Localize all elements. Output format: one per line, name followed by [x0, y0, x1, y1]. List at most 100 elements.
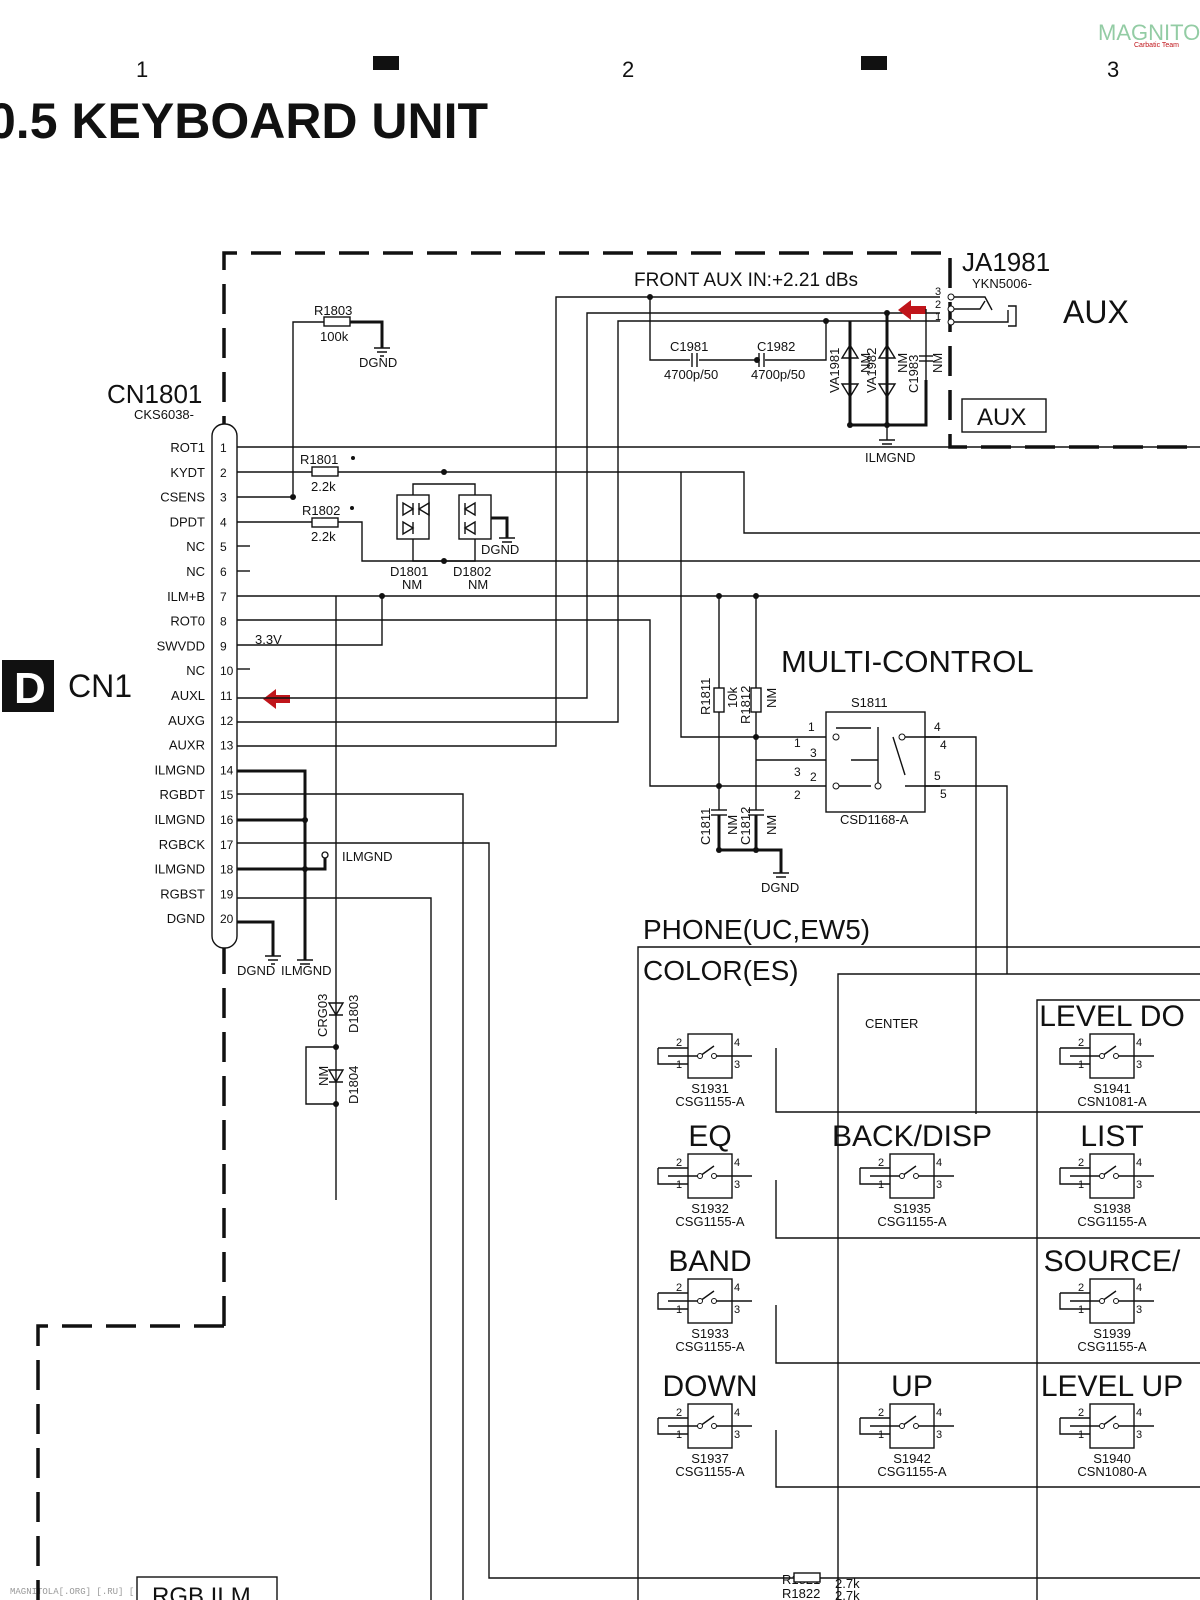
- column-number-2: 2: [622, 57, 634, 82]
- c1812-ref: C1812: [738, 807, 753, 845]
- switch-ref: S1935: [893, 1201, 931, 1216]
- s1811-ref: S1811: [851, 695, 888, 710]
- svg-text:3: 3: [1136, 1059, 1142, 1071]
- connector-pin: NC 5: [186, 539, 227, 554]
- switch-part: CSG1155-A: [1077, 1214, 1146, 1229]
- svg-text:1: 1: [808, 720, 815, 734]
- c1812-value: NM: [764, 815, 779, 835]
- d1802-diode-array: [458, 494, 492, 540]
- phone-label: PHONE(UC,EW5): [643, 914, 870, 945]
- pin-number: 14: [220, 763, 234, 777]
- rgb-ilm-box: [136, 1576, 278, 1600]
- aux-box-label: AUX: [977, 404, 1026, 431]
- ground-symbol: [265, 955, 281, 965]
- pin-name: RGBDT: [160, 787, 206, 802]
- svg-text:1: 1: [676, 1429, 682, 1441]
- pin-number: 10: [220, 664, 234, 678]
- d1804-bypass: [305, 1046, 336, 1105]
- jack-pin-3: 3: [935, 286, 941, 298]
- pin-number: 20: [220, 912, 234, 926]
- pin-name: RGBST: [160, 886, 205, 901]
- pin-name: SWVDD: [157, 638, 205, 653]
- d1803-ref: D1803: [346, 995, 361, 1033]
- svg-text:2: 2: [676, 1407, 682, 1419]
- connector-body: [211, 423, 238, 949]
- svg-text:3: 3: [936, 1429, 942, 1441]
- signal-arrow-icon: [898, 300, 926, 320]
- r1822-value: 2.7k: [835, 1588, 860, 1600]
- watermark-sub: Carbatic Team: [1134, 42, 1179, 49]
- connector-pin: DGND 20: [167, 911, 234, 926]
- d1803-diode: [327, 1002, 345, 1017]
- va1981-ref: VA1981: [827, 348, 842, 393]
- r1802-value: 2.2k: [311, 529, 336, 544]
- d1804-value: NM: [316, 1066, 331, 1086]
- ground-symbol: [374, 347, 390, 357]
- switch-part: CSG1155-A: [675, 1214, 744, 1229]
- switch-part: CSG1155-A: [1077, 1339, 1146, 1354]
- key-label: SOURCE/: [1044, 1245, 1181, 1278]
- r1801-value: 2.2k: [311, 479, 336, 494]
- c1983-value: NM: [930, 353, 945, 373]
- d1801-ref: D1801: [390, 564, 428, 579]
- pin-name: AUXR: [169, 738, 205, 753]
- svg-text:4: 4: [1136, 1157, 1142, 1169]
- r1821-value: 2.7k: [835, 1576, 860, 1591]
- switch-ref: S1931: [691, 1081, 729, 1096]
- key-label: UP: [891, 1370, 933, 1403]
- svg-text:3: 3: [734, 1179, 740, 1191]
- board-outline-lower: [36, 1324, 224, 1600]
- key-label: BACK/DISP: [832, 1120, 992, 1153]
- r1822-ref: R1822: [782, 1586, 820, 1600]
- wire-rgbst: [237, 897, 432, 1600]
- dgnd-label: DGND: [761, 880, 799, 895]
- pin-number: 18: [220, 863, 234, 877]
- board-ref: CN1: [68, 668, 132, 704]
- r1812-ref: R1812: [738, 686, 753, 724]
- board-letter: D: [14, 664, 46, 713]
- r1821-resistor: [793, 1572, 821, 1583]
- switch-part: CSN1081-A: [1077, 1094, 1147, 1109]
- svg-text:4: 4: [936, 1407, 942, 1419]
- switch-ref: S1941: [1093, 1081, 1131, 1096]
- key-label: BAND: [668, 1245, 751, 1278]
- column-marker: [373, 56, 399, 70]
- svg-text:1: 1: [794, 736, 801, 750]
- v33-label: 3.3V: [255, 632, 282, 647]
- d1802-ref: D1802: [453, 564, 491, 579]
- r1803-ref: R1803: [314, 303, 352, 318]
- connector-ref: CN1801: [107, 379, 202, 409]
- pin-name: DGND: [167, 911, 205, 926]
- d1802-value: NM: [468, 577, 488, 592]
- r1811-value: 10k: [725, 687, 740, 708]
- c1982-value: 4700p/50: [751, 367, 805, 382]
- wire-kydt: [338, 471, 1200, 534]
- wire-dpdt: [338, 521, 1200, 562]
- pin-number: 13: [220, 739, 234, 753]
- pin-name: NC: [186, 539, 205, 554]
- switch-ref: S1939: [1093, 1326, 1131, 1341]
- svg-text:1: 1: [676, 1304, 682, 1316]
- switch-ref: S1933: [691, 1326, 729, 1341]
- pin-number: 3: [220, 491, 227, 505]
- svg-text:3: 3: [1136, 1304, 1142, 1316]
- varistor-va1981: [840, 343, 860, 399]
- pin-number: 9: [220, 639, 227, 653]
- rgb-ilm-label: RGB ILM: [152, 1583, 251, 1600]
- d1803-part: CRG03: [315, 994, 330, 1037]
- svg-text:1: 1: [1078, 1304, 1084, 1316]
- wire: [292, 321, 324, 494]
- svg-text:4: 4: [936, 1157, 942, 1169]
- r1802-resistor: [311, 517, 339, 528]
- r1803-resistor: [323, 316, 351, 327]
- svg-text:3: 3: [734, 1304, 740, 1316]
- s1811-multi-switch: [825, 711, 926, 813]
- pin-number: 5: [220, 540, 227, 554]
